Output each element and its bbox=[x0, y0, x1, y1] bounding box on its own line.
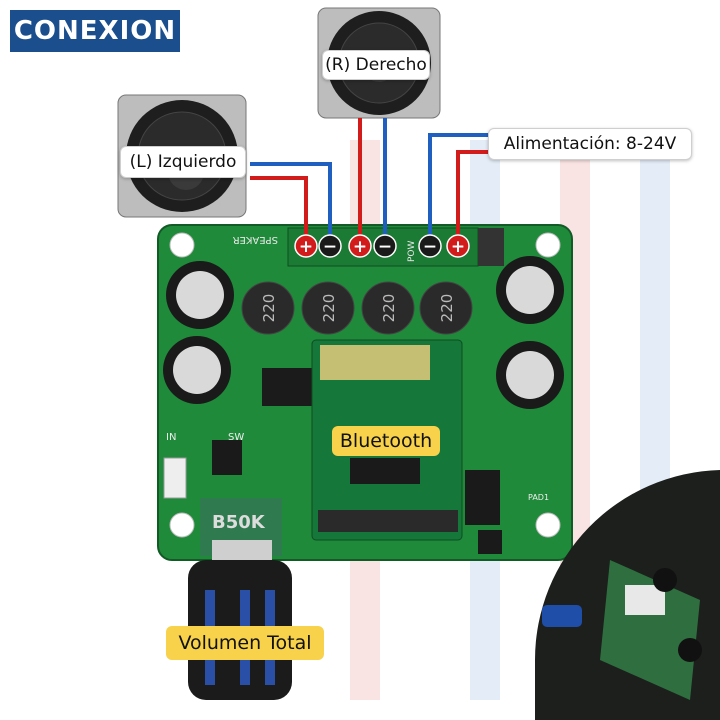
positive-terminal bbox=[348, 234, 372, 258]
bluetooth-label: Bluetooth bbox=[332, 426, 440, 456]
pad-silk: PAD1 bbox=[528, 493, 549, 502]
pow-silk: POW bbox=[407, 240, 417, 262]
positive-terminal bbox=[294, 234, 318, 258]
inductor bbox=[419, 281, 473, 335]
negative-terminal bbox=[418, 234, 442, 258]
inductor-value: 220 bbox=[260, 294, 278, 323]
power-label: Alimentación: 8-24V bbox=[488, 128, 692, 160]
inductors: 220 220 220 220 bbox=[241, 281, 473, 335]
in-silk: IN bbox=[166, 432, 176, 443]
right-speaker-label: (R) Derecho bbox=[322, 50, 430, 80]
inductor-value: 220 bbox=[438, 294, 456, 323]
volume-label: Volumen Total bbox=[166, 626, 324, 660]
terminal-sign: − bbox=[378, 237, 392, 257]
wires bbox=[250, 118, 488, 240]
terminal-sign: + bbox=[451, 237, 465, 257]
terminal-sign: + bbox=[353, 237, 367, 257]
inductor bbox=[241, 281, 295, 335]
terminal-sign: − bbox=[323, 237, 337, 257]
positive-terminal bbox=[446, 234, 470, 258]
negative-terminal bbox=[318, 234, 342, 258]
inductor-value: 220 bbox=[320, 294, 338, 323]
inductor bbox=[361, 281, 415, 335]
inductor bbox=[301, 281, 355, 335]
negative-terminal bbox=[373, 234, 397, 258]
terminal-sign: + bbox=[299, 237, 313, 257]
sw-silk: SW bbox=[228, 432, 244, 443]
amp-chip bbox=[262, 368, 312, 406]
page-title: CONEXION bbox=[10, 10, 180, 52]
input-header bbox=[163, 440, 242, 499]
inset-photo bbox=[535, 470, 720, 720]
pot-value: B50K bbox=[212, 512, 266, 533]
capacitors bbox=[163, 256, 564, 409]
regulator bbox=[465, 470, 502, 554]
speaker-silk: SPEAKER bbox=[233, 234, 278, 245]
left-speaker-label: (L) Izquierdo bbox=[120, 146, 246, 178]
inductor-value: 220 bbox=[380, 294, 398, 323]
terminals: +−+−−+ bbox=[294, 234, 470, 258]
terminal-sign: − bbox=[423, 237, 437, 257]
